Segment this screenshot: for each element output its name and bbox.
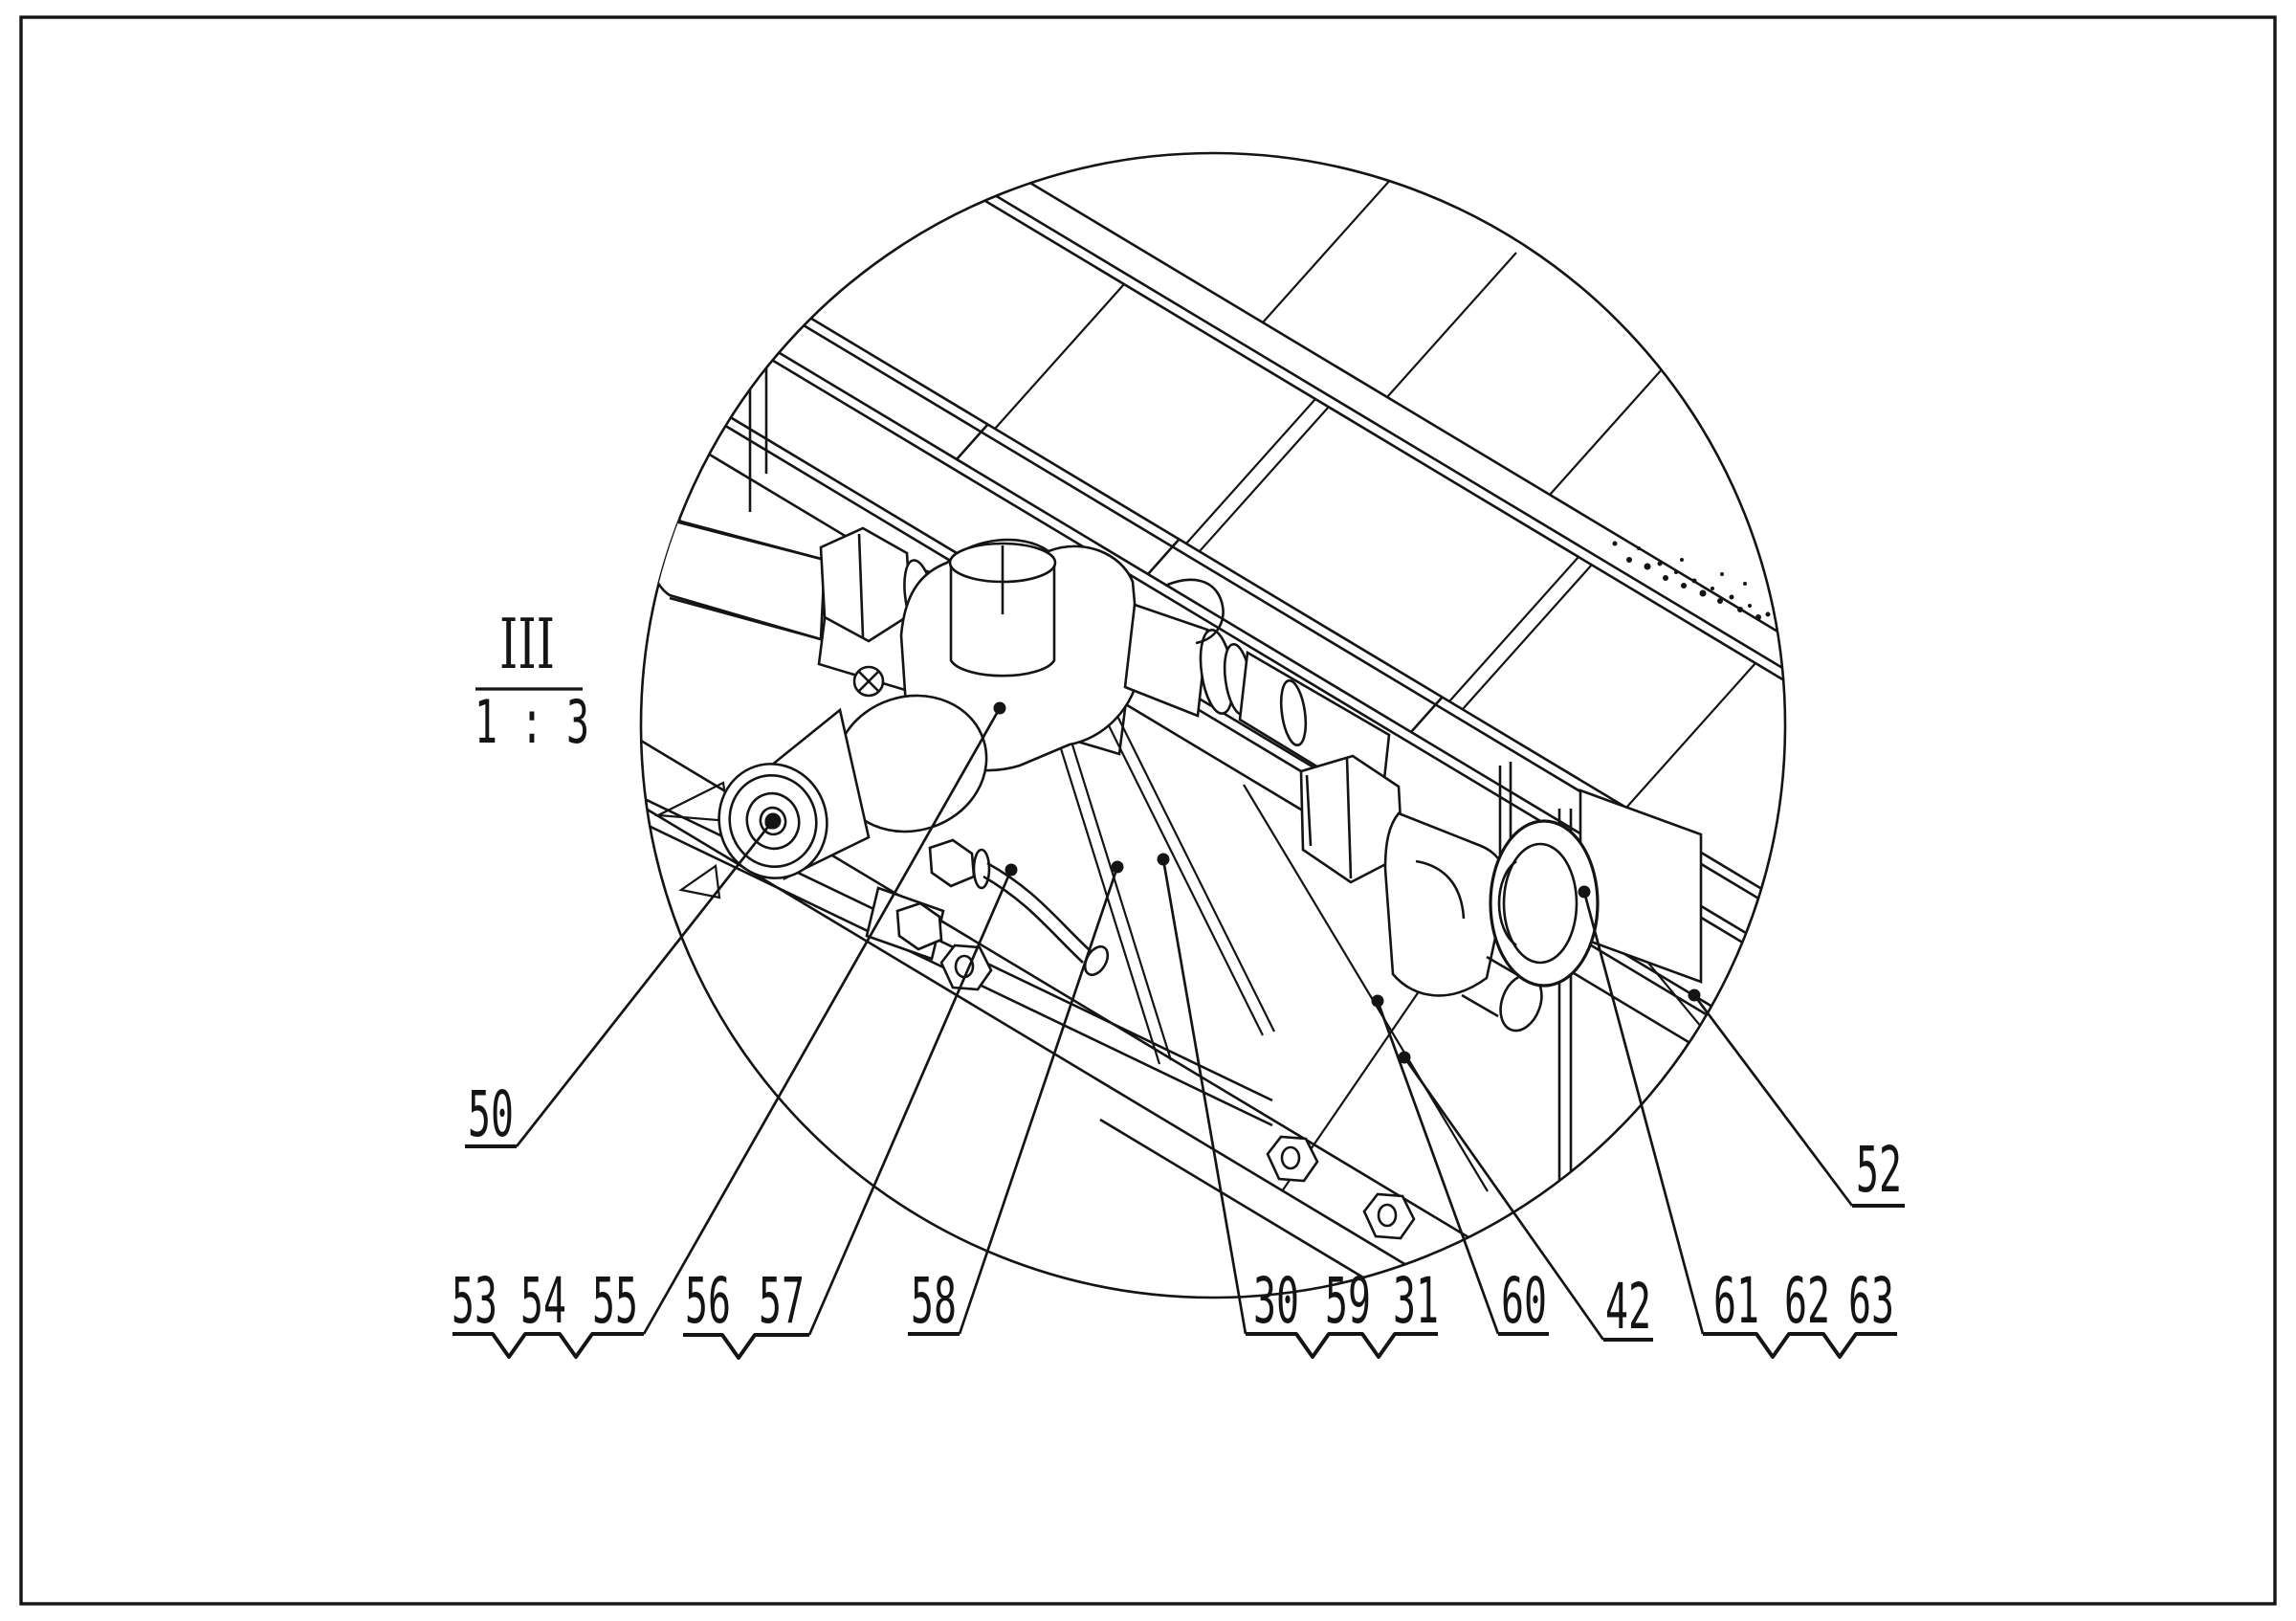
roof-slat-seams <box>803 168 1756 809</box>
callout-42: 42 <box>1398 1051 1653 1343</box>
callout-leader-line <box>958 866 1119 1335</box>
callout-number-59: 59 <box>1325 1264 1371 1338</box>
callout-number-61: 61 <box>1713 1264 1759 1338</box>
callout-underline <box>683 1333 809 1360</box>
callout-leader-line <box>1376 1000 1500 1335</box>
callout-50: 50 <box>465 816 778 1151</box>
callout-number-58: 58 <box>911 1264 957 1338</box>
callout-number-56: 56 <box>685 1264 731 1338</box>
callout-leader-line <box>1161 858 1247 1335</box>
callout-leader-dot <box>1111 860 1124 874</box>
callout-58: 58 <box>908 860 1124 1338</box>
callout-60: 60 <box>1371 994 1549 1338</box>
callout-underline <box>453 1332 644 1359</box>
nipple-and-hose <box>928 838 1110 977</box>
callout-number-60: 60 <box>1501 1264 1547 1338</box>
callout-52: 52 <box>1688 988 1905 1208</box>
callout-53-54-55: 53 54 55 <box>452 701 1006 1359</box>
view-label: III <box>499 604 555 684</box>
page-border <box>19 15 2277 1606</box>
callout-number-63: 63 <box>1848 1264 1894 1338</box>
callout-number-42: 42 <box>1605 1270 1651 1343</box>
callout-number-50: 50 <box>468 1077 514 1151</box>
callout-underline <box>1703 1332 1897 1359</box>
callout-leader-line <box>642 707 1002 1335</box>
callout-leader-dot <box>1398 1051 1411 1064</box>
callout-leader-line <box>1582 891 1705 1335</box>
callout-leader-dot <box>1004 863 1018 877</box>
detail-boundary-circle <box>639 151 1787 1299</box>
view-title-block: III 1 : 3 <box>475 604 589 757</box>
callout-leader-line <box>515 822 773 1147</box>
callout-leader-line <box>807 869 1013 1336</box>
callout-56-57: 56 57 <box>683 863 1018 1360</box>
spray-pipe <box>1238 650 1543 1033</box>
callout-underline <box>1246 1332 1438 1359</box>
view-scale: 1 : 3 <box>475 687 589 757</box>
callout-leader-dot <box>993 701 1006 715</box>
callout-number-55: 55 <box>592 1264 638 1338</box>
callout-number-31: 31 <box>1393 1264 1439 1338</box>
hex-bolt <box>1266 1135 1319 1183</box>
clamp-hook <box>1164 578 1225 645</box>
slotted-cap <box>948 542 1057 677</box>
collar-flange <box>1489 819 1600 988</box>
callout-leader-line <box>1402 1056 1605 1341</box>
plank-hex-bolts <box>939 944 1416 1240</box>
callout-30-59-31: 30 59 31 <box>1157 853 1439 1359</box>
callout-leader-dot <box>1371 994 1384 1008</box>
callout-number-54: 54 <box>520 1264 566 1338</box>
callout-leader-dot <box>1578 885 1591 899</box>
callout-number-57: 57 <box>759 1264 805 1338</box>
weld-stipple <box>1612 541 1771 620</box>
callout-leader-dot <box>1688 988 1701 1002</box>
screw-head <box>852 665 885 698</box>
callout-leader-dot <box>764 816 778 830</box>
hex-bolt <box>1362 1192 1416 1240</box>
detail-scene <box>641 153 1785 1298</box>
callout-number-30: 30 <box>1253 1264 1299 1338</box>
callout-leader-line <box>1692 994 1854 1207</box>
callout-number-52: 52 <box>1856 1133 1902 1207</box>
callout-number-62: 62 <box>1784 1264 1830 1338</box>
callout-leader-dot <box>1157 853 1170 866</box>
upper-roof-seams <box>1262 177 1680 496</box>
callout-number-53: 53 <box>452 1264 497 1338</box>
